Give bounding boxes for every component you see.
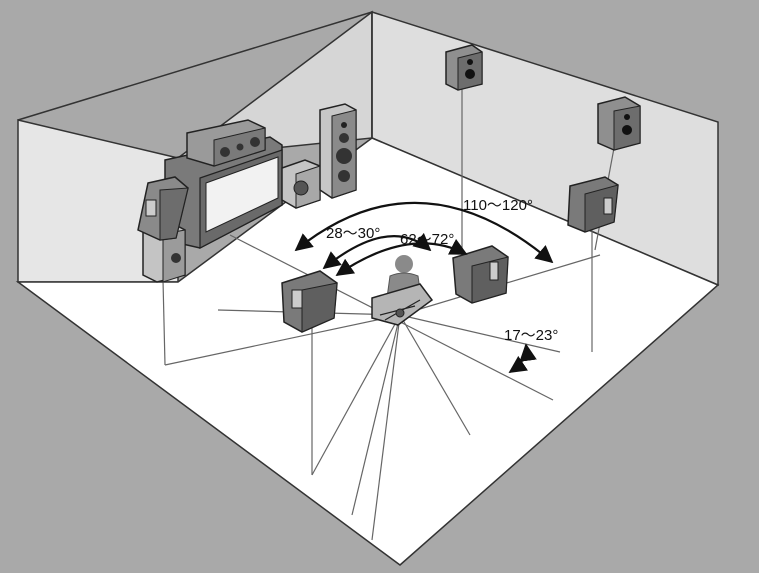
drop-line-front-left xyxy=(162,279,166,366)
height-angle-label: 17～23° xyxy=(504,327,558,344)
fan-line xyxy=(351,314,401,516)
subwoofer xyxy=(281,159,321,209)
right-surround-speaker xyxy=(567,176,619,233)
tv-cabinet xyxy=(164,136,283,249)
woofer-icon xyxy=(622,125,632,135)
side-angle-label: 62～72° xyxy=(400,231,454,248)
front-right-tower-speaker xyxy=(319,103,357,199)
tweeter-icon xyxy=(341,122,347,128)
woofer-icon xyxy=(171,253,181,263)
tweeter-icon xyxy=(624,114,630,120)
side-angle-arc-icon xyxy=(335,238,468,276)
rear-top-speaker xyxy=(445,44,483,91)
chair-icon xyxy=(371,283,434,326)
tv-screen xyxy=(205,156,279,233)
fan-line xyxy=(371,314,401,541)
right-top-speaker xyxy=(597,96,641,151)
rear-angle-label: 110～120° xyxy=(463,197,533,214)
fan-line xyxy=(164,314,401,366)
height-angle-arc-icon xyxy=(508,343,537,373)
front-angle-label: 28～30° xyxy=(326,225,380,242)
woofer-icon xyxy=(336,148,352,164)
side-left-surround-speaker xyxy=(281,270,338,333)
woofer-icon xyxy=(465,69,475,79)
fan-line xyxy=(399,314,471,436)
tweeter-icon xyxy=(236,143,244,151)
woofer-icon xyxy=(339,133,349,143)
person-head-icon xyxy=(395,255,413,273)
rear-angle-arc-icon xyxy=(294,201,554,264)
center-speaker xyxy=(186,119,266,167)
tweeter-icon xyxy=(467,59,473,65)
front-left-height-speaker xyxy=(137,176,189,241)
woofer-icon xyxy=(220,147,230,157)
angle-arrows xyxy=(294,201,554,373)
woofer-icon xyxy=(250,137,260,147)
left-wall-top-edge xyxy=(17,11,373,121)
woofer-icon xyxy=(338,170,350,182)
fan-line xyxy=(311,314,401,476)
woofer-icon xyxy=(293,180,309,196)
